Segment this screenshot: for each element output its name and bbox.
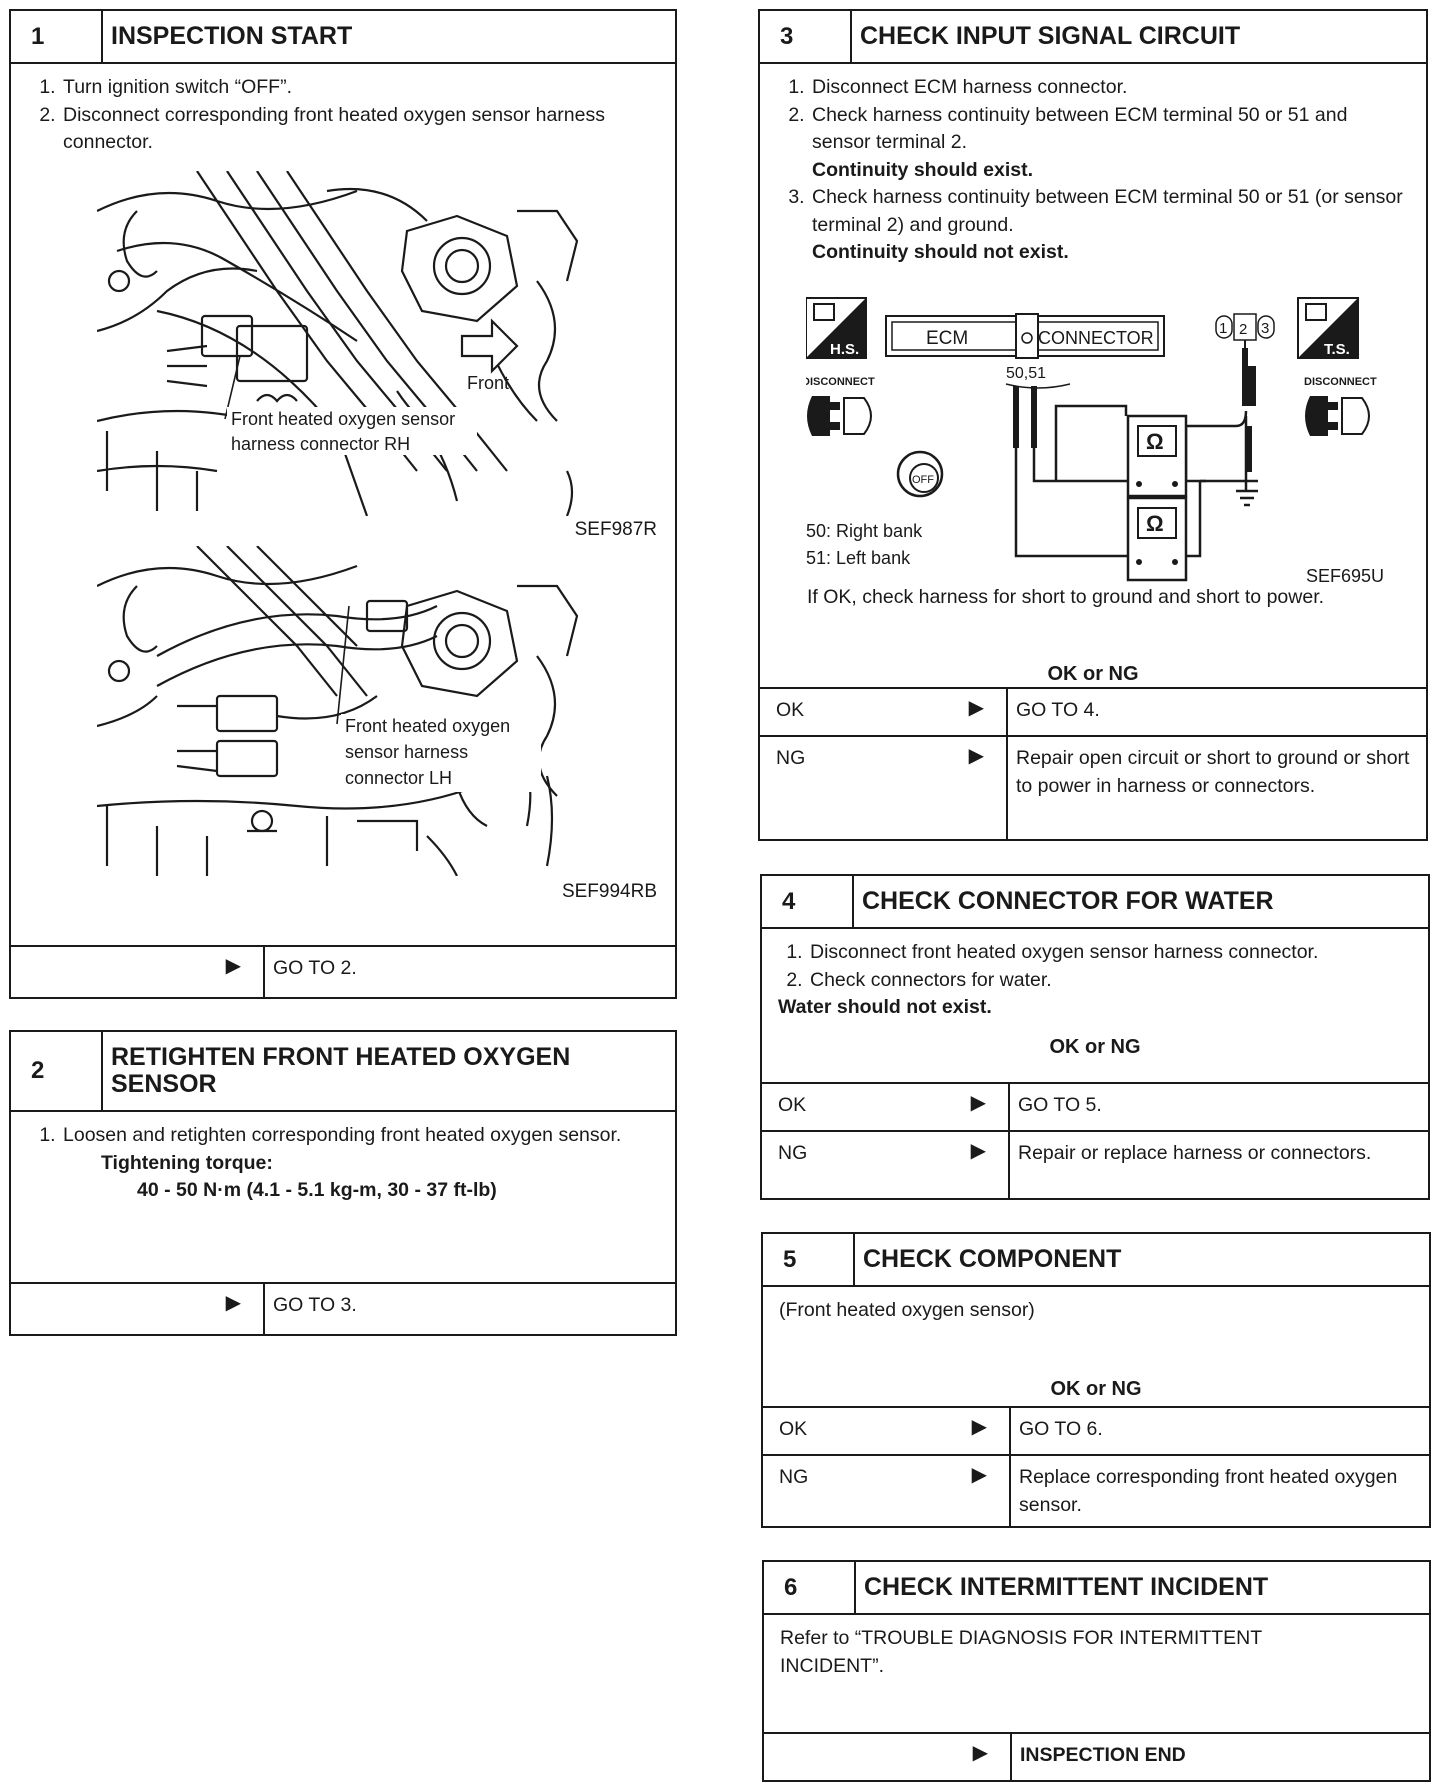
step-title: RETIGHTEN FRONT HEATED OXYGEN <box>111 1043 571 1071</box>
callout-text: connector LH <box>345 768 452 788</box>
figure-code: SEF987R <box>574 519 657 540</box>
ng-label: NG <box>776 747 806 769</box>
step-4-box: 4 CHECK CONNECTOR FOR WATER Disconnect f… <box>760 874 1430 1200</box>
arrow-icon: ▶ <box>970 1140 986 1162</box>
step-number: 5 <box>763 1234 855 1285</box>
front-label: Front <box>467 373 509 393</box>
ng-action-text: Repair open circuit or short to ground o… <box>1016 747 1410 797</box>
step-number: 3 <box>760 11 852 62</box>
spec-text: Continuity should not exist. <box>812 241 1069 263</box>
ohm-symbol: Ω <box>1146 429 1164 454</box>
engine-photo-rh: Front Front heated oxygen sensor harness… <box>97 171 579 516</box>
arrow-icon: ▶ <box>225 1292 241 1314</box>
step-title: INSPECTION START <box>111 22 353 50</box>
instruction: Check connectors for water. <box>808 967 1412 995</box>
figure-code: SEF994RB <box>561 881 657 902</box>
ok-action-link[interactable]: GO TO 4. <box>1016 699 1100 721</box>
step-2-box: 2 RETIGHTEN FRONT HEATED OXYGEN SENSOR L… <box>9 1030 677 1336</box>
terminal-label: 50,51 <box>1006 365 1046 382</box>
bank-label: 51: Left bank <box>806 548 911 568</box>
circuit-diagram: H.S. DISCONNECT ECM CONNECTOR 50,51 <box>806 297 1384 586</box>
terminal-2-label: 2 <box>1239 321 1247 338</box>
ohm-symbol: Ω <box>1146 511 1164 536</box>
step-3-box: 3 CHECK INPUT SIGNAL CIRCUIT Disconnect … <box>758 9 1428 841</box>
instruction: Disconnect corresponding front heated ox… <box>61 102 659 157</box>
harness-icon <box>1305 303 1327 321</box>
ok-action-link[interactable]: GO TO 6. <box>1019 1418 1103 1440</box>
ng-action-text: Replace corresponding front heated oxyge… <box>1019 1466 1398 1516</box>
note-text: If OK, check harness for short to ground… <box>807 586 1325 608</box>
step-title: CHECK INTERMITTENT INCIDENT <box>864 1573 1269 1601</box>
engine-photo-lh: Front heated oxygen sensor harness conne… <box>97 546 579 876</box>
step-1-box: 1 INSPECTION START Turn ignition switch … <box>9 9 677 999</box>
arrow-icon: ▶ <box>971 1416 987 1438</box>
instruction: Turn ignition switch “OFF”. <box>61 74 659 102</box>
step-title: CHECK COMPONENT <box>863 1245 1122 1273</box>
arrow-icon: ▶ <box>972 1742 988 1764</box>
ok-or-ng-label: OK or NG <box>1047 663 1139 685</box>
instruction: (Front heated oxygen sensor) <box>779 1299 1035 1321</box>
callout-text: sensor harness <box>345 742 468 762</box>
ok-or-ng-label: OK or NG <box>1049 1035 1141 1058</box>
next-step-link[interactable]: GO TO 3. <box>273 1294 357 1316</box>
bank-label: 50: Right bank <box>806 521 923 541</box>
ok-or-ng-label: OK or NG <box>1050 1378 1142 1400</box>
ecm-label: ECM <box>926 328 968 349</box>
disconnect-label: DISCONNECT <box>1304 376 1377 388</box>
callout-text: harness connector RH <box>231 434 410 454</box>
arrow-icon: ▶ <box>225 955 241 977</box>
disconnect-label: DISCONNECT <box>806 376 875 388</box>
ng-label: NG <box>779 1466 809 1488</box>
spec-text: Water should not exist. <box>778 996 992 1018</box>
step-title: SENSOR <box>111 1070 217 1098</box>
instruction: Check harness continuity between ECM ter… <box>812 103 1348 154</box>
ts-label: T.S. <box>1324 341 1350 358</box>
ignition-off-icon: OFF <box>896 450 944 498</box>
connector-label: CONNECTOR <box>1038 328 1154 348</box>
step-number: 6 <box>764 1562 856 1613</box>
ok-action-link[interactable]: GO TO 5. <box>1018 1094 1102 1116</box>
spec-text: Continuity should exist. <box>812 158 1034 181</box>
step-title: CHECK INPUT SIGNAL CIRCUIT <box>860 22 1241 50</box>
arrow-icon: ▶ <box>968 697 984 719</box>
ok-label: OK <box>778 1094 807 1116</box>
arrow-icon: ▶ <box>968 745 984 767</box>
svg-text:OFF: OFF <box>912 474 934 486</box>
connector-icon <box>1305 396 1370 436</box>
ng-label: NG <box>778 1142 808 1164</box>
arrow-icon: ▶ <box>970 1092 986 1114</box>
step-number: 4 <box>762 876 854 927</box>
step-title: CHECK CONNECTOR FOR WATER <box>862 887 1274 915</box>
instruction: Disconnect ECM harness connector. <box>810 74 1410 102</box>
step-number: 2 <box>11 1032 103 1110</box>
hs-label: H.S. <box>830 341 859 358</box>
torque-value: 40 - 50 N·m (4.1 - 5.1 kg-m, 30 - 37 ft-… <box>137 1179 497 1201</box>
step-number: 1 <box>11 11 103 62</box>
harness-icon <box>813 303 835 321</box>
torque-label: Tightening torque: <box>101 1151 273 1174</box>
step-5-box: 5 CHECK COMPONENT (Front heated oxygen s… <box>761 1232 1431 1528</box>
instruction: Disconnect front heated oxygen sensor ha… <box>808 939 1412 967</box>
instruction: Check harness continuity between ECM ter… <box>812 186 1403 236</box>
step-6-box: 6 CHECK INTERMITTENT INCIDENT Refer to “… <box>762 1560 1431 1782</box>
instruction: Refer to “TROUBLE DIAGNOSIS FOR INTERMIT… <box>780 1627 1262 1677</box>
figure-code: SEF695U <box>1306 566 1384 586</box>
instruction: Loosen and retighten corresponding front… <box>61 1122 659 1150</box>
terminal-1-label: 1 <box>1219 320 1227 337</box>
callout-text: Front heated oxygen sensor <box>231 409 455 429</box>
ng-action-text: Repair or replace harness or connectors. <box>1018 1142 1372 1164</box>
ok-label: OK <box>776 699 805 721</box>
ok-label: OK <box>779 1418 808 1440</box>
callout-text: Front heated oxygen <box>345 716 510 736</box>
terminal-3-label: 3 <box>1261 320 1269 337</box>
connector-icon <box>807 396 872 436</box>
inspection-end-link[interactable]: INSPECTION END <box>1020 1744 1186 1766</box>
arrow-icon: ▶ <box>971 1464 987 1486</box>
next-step-link[interactable]: GO TO 2. <box>273 957 357 979</box>
